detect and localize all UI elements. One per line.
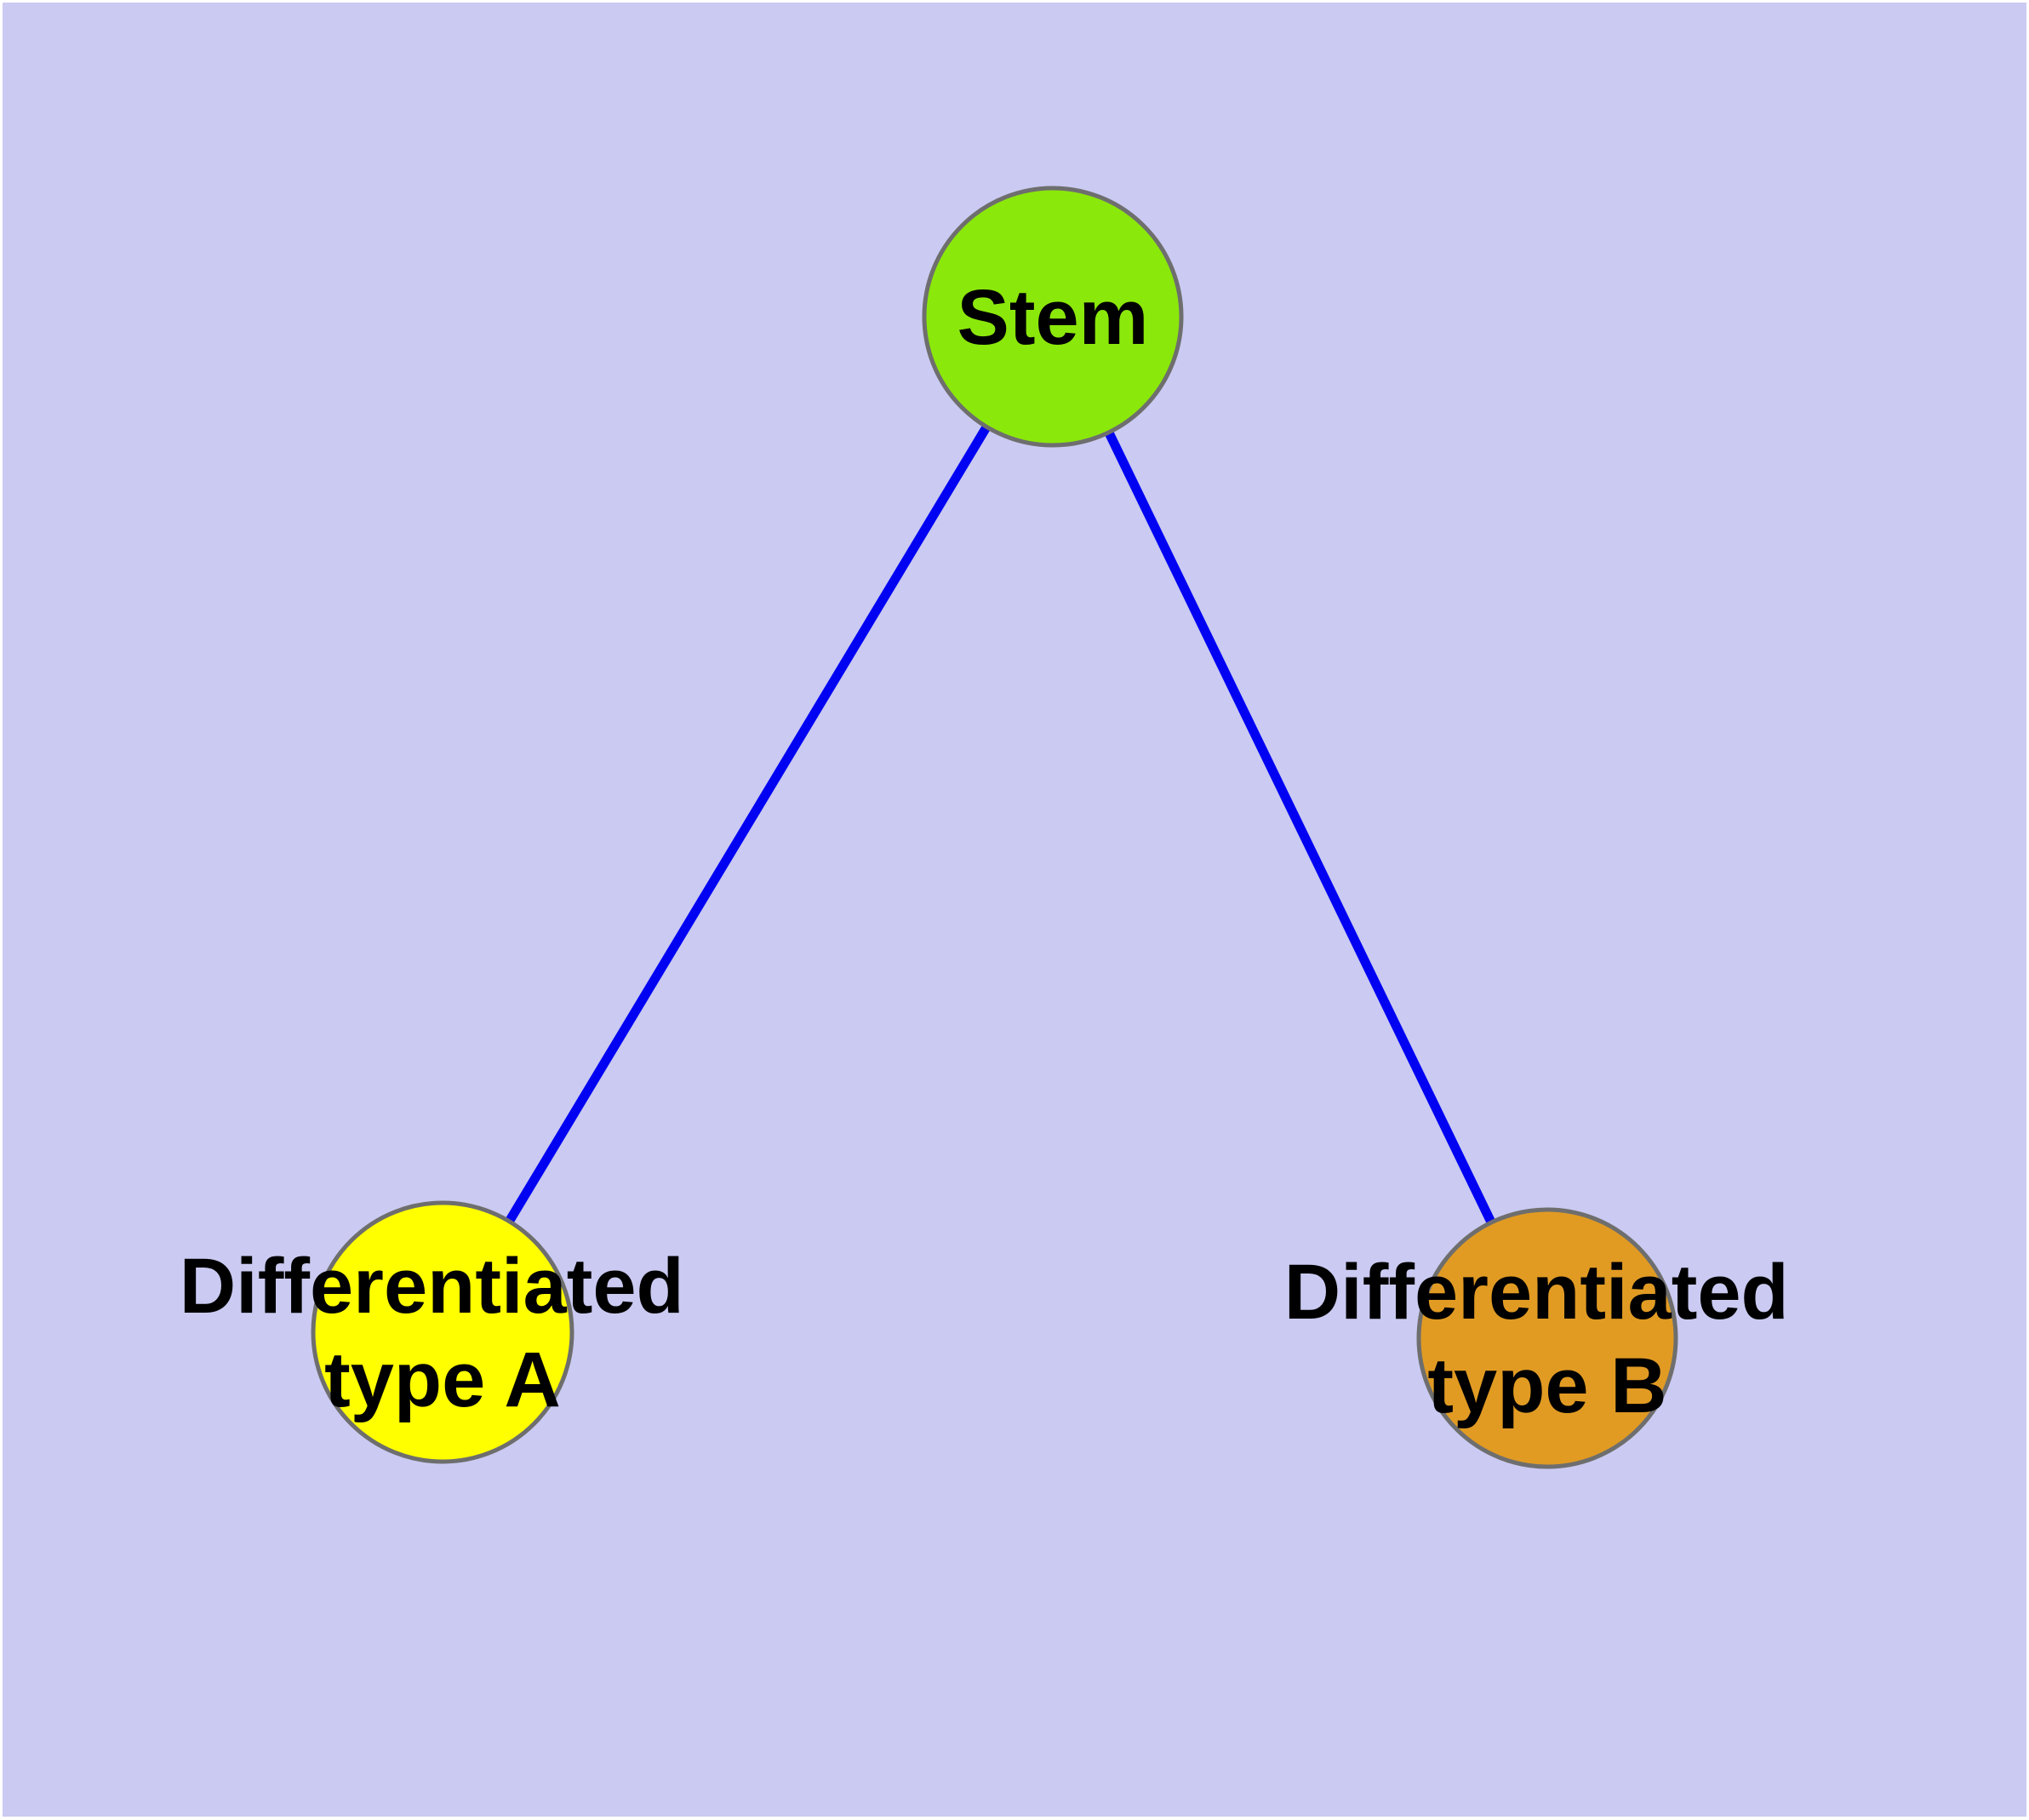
nodes [311, 186, 1678, 1469]
node-stem [922, 186, 1184, 448]
node-labels: Stem Differentiated type A Differentiate… [180, 274, 1811, 1429]
edges [438, 314, 1552, 1341]
node-label-differentiated-type-b: Differentiated type B [1284, 1249, 1811, 1429]
node-label-line: type B [1427, 1342, 1666, 1429]
node-differentiated-type-b [1416, 1207, 1678, 1469]
node-label-line: type A [324, 1336, 561, 1423]
node-differentiated-type-a [311, 1200, 574, 1464]
node-label-stem: Stem [957, 274, 1149, 361]
edge-stem-to-type-a [438, 314, 1057, 1335]
node-label-line: Differentiated [180, 1243, 684, 1330]
node-label-line: Differentiated [1284, 1249, 1789, 1336]
node-label-differentiated-type-a: Differentiated type A [180, 1243, 706, 1423]
edge-stem-to-type-b [1049, 314, 1552, 1341]
